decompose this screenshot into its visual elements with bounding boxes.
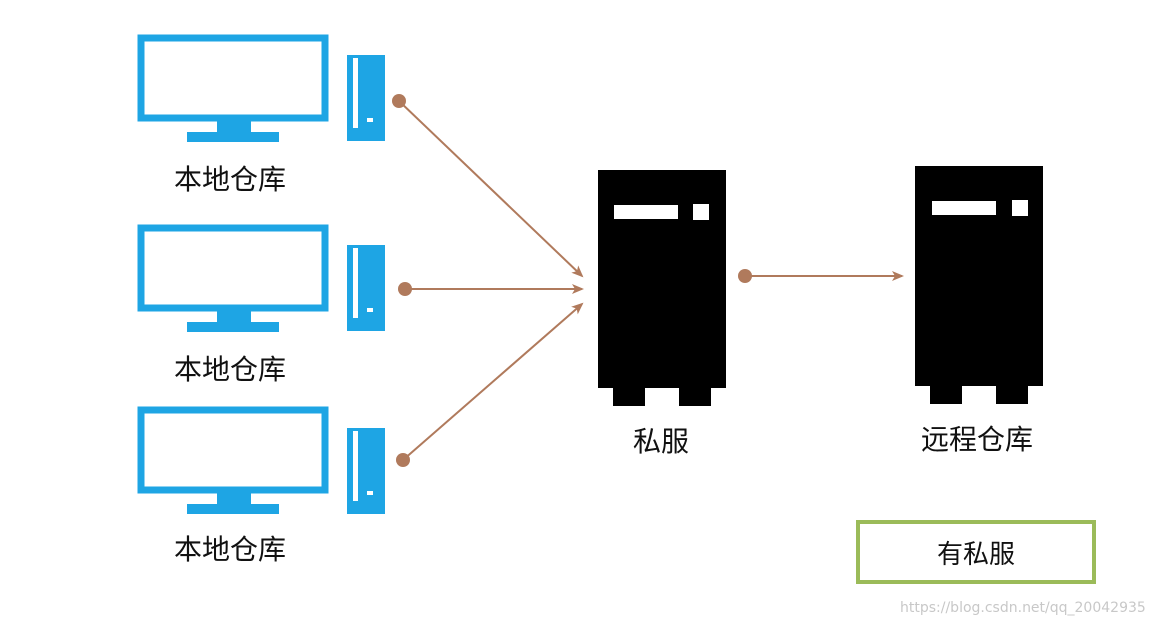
arrow-local2-to-private <box>398 282 584 296</box>
tower-icon <box>347 428 385 514</box>
local-repo-label-1: 本地仓库 <box>174 163 287 196</box>
legend-label: 有私服 <box>936 539 1015 570</box>
monitor-icon <box>137 224 329 312</box>
local-repo-label-2: 本地仓库 <box>174 353 287 386</box>
remote-server-icon <box>915 166 1043 404</box>
private-server-label: 私服 <box>633 425 690 458</box>
local-repo-label-3: 本地仓库 <box>174 533 287 566</box>
remote-repo-label: 远程仓库 <box>921 423 1034 456</box>
local-computer-1 <box>137 34 385 142</box>
tower-icon <box>347 55 385 141</box>
tower-icon <box>347 245 385 331</box>
monitor-icon <box>137 406 329 494</box>
local-computer-3 <box>137 406 385 514</box>
arrow-local3-to-private <box>396 302 584 467</box>
watermark: https://blog.csdn.net/qq_20042935 <box>900 600 1146 616</box>
arrow-local1-to-private <box>392 94 584 278</box>
monitor-icon <box>137 34 329 122</box>
legend-box: 有私服 <box>856 520 1096 584</box>
arrow-private-to-remote <box>738 269 904 283</box>
local-computer-2 <box>137 224 385 332</box>
private-server-icon <box>598 170 726 406</box>
